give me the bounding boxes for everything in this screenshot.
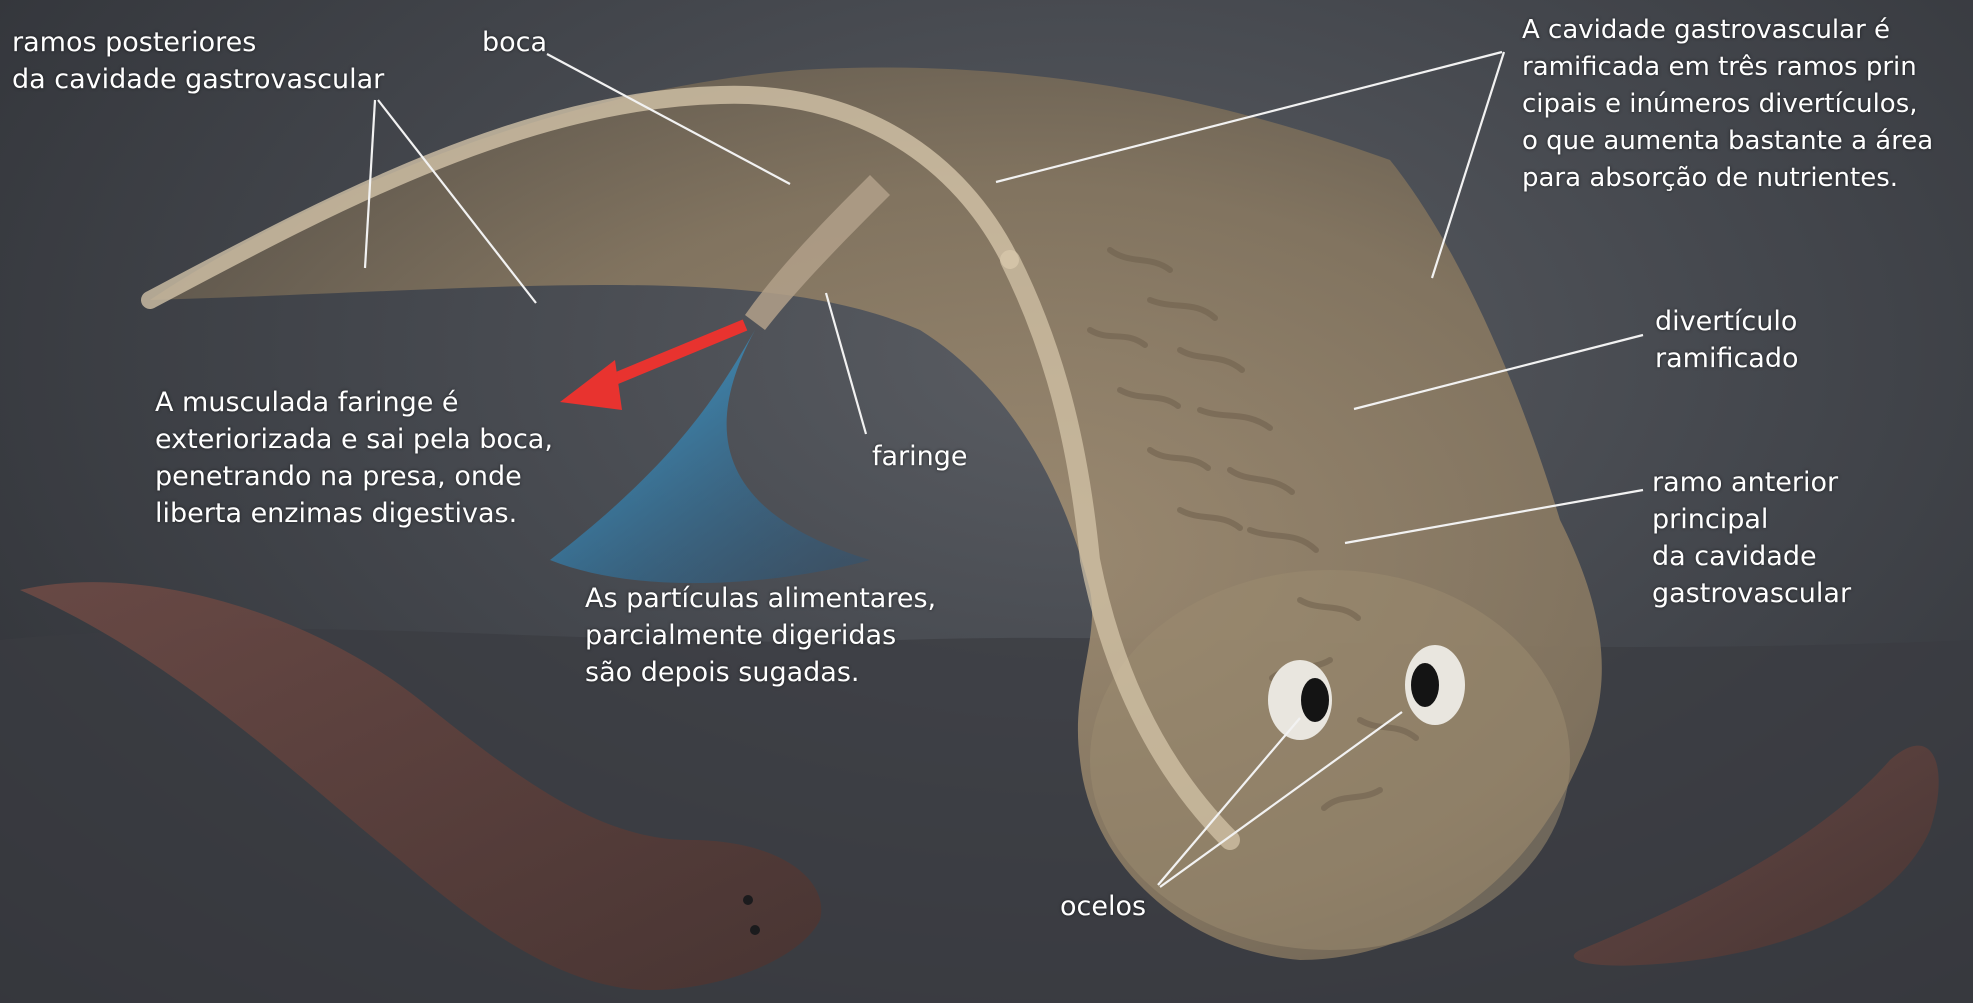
pharynx — [745, 175, 890, 330]
label-faringe-descricao: A musculada faringe é exteriorizada e sa… — [155, 387, 553, 529]
secondary-planarian-eye — [743, 895, 753, 905]
secondary-planarian-eye — [750, 925, 760, 935]
label-cavidade-descricao: A cavidade gastrovascular é ramificada e… — [1522, 15, 1934, 193]
label-boca: boca — [482, 27, 548, 58]
ocelli — [1268, 645, 1465, 740]
enzyme-arrow-shaft — [597, 319, 748, 391]
label-faringe: faringe — [872, 441, 968, 472]
suction-cone — [550, 330, 870, 584]
secondary-planarian-right — [1573, 745, 1939, 966]
gut-posterior-branch — [141, 85, 1019, 309]
secondary-planarian-left — [20, 582, 822, 990]
label-particulas: As partículas alimentares, parcialmente … — [585, 583, 937, 688]
label-ramo-anterior: ramo anterior principal da cavidade gast… — [1652, 467, 1852, 609]
diverticula-texture — [1087, 247, 1419, 811]
label-ramos-posteriores: ramos posteriores da cavidade gastrovasc… — [12, 27, 385, 95]
leader-lines — [363, 50, 1644, 888]
label-ocelos: ocelos — [1060, 891, 1147, 922]
gut-anterior-branch — [1000, 250, 1240, 850]
enzyme-arrow-head — [560, 360, 622, 410]
label-diverticulo: divertículo ramificado — [1655, 306, 1799, 374]
